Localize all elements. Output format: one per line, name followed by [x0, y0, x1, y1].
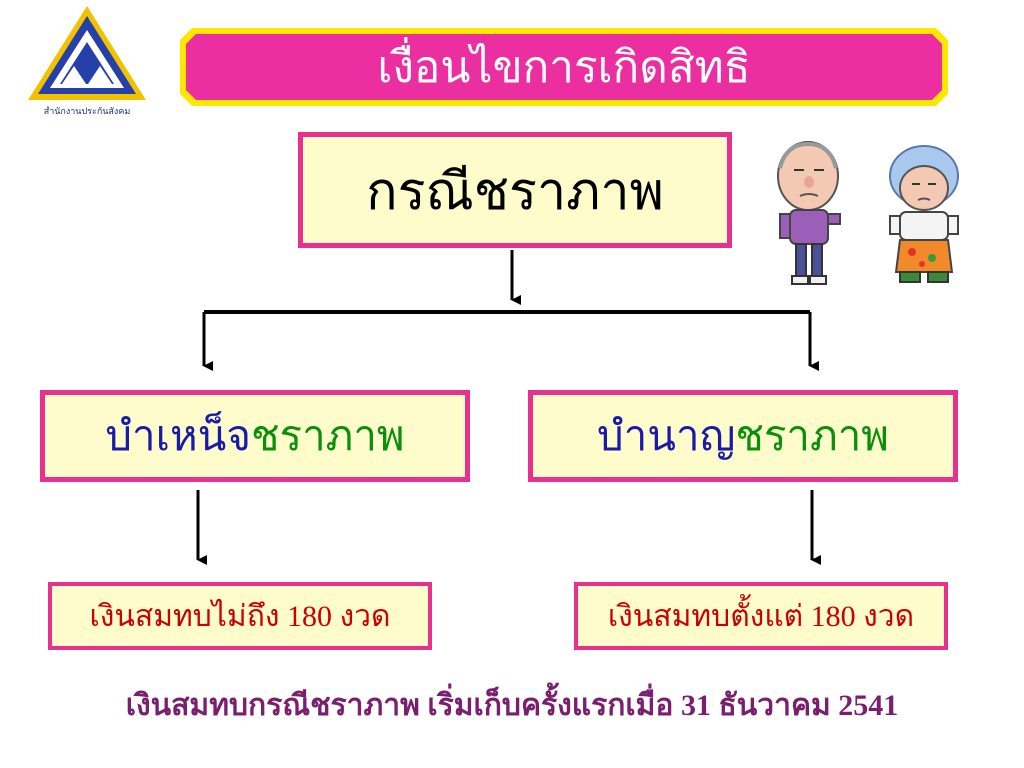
main-case-box: กรณีชราภาพ — [298, 132, 732, 248]
old-man-illustration — [777, 141, 841, 285]
logo-caption: สำนักงานประกันสังคม — [43, 107, 131, 117]
pension-prefix: บำนาญ — [597, 414, 736, 460]
pension-box: บำนาญชราภาพ — [528, 390, 958, 482]
pension-suffix: ชราภาพ — [735, 414, 889, 460]
sso-logo — [28, 6, 146, 100]
lump-sum-suffix: ชราภาพ — [251, 414, 405, 460]
lump-sum-prefix: บำเหน็จ — [105, 414, 251, 460]
pension-condition: เงินสมทบตั้งแต่ 180 งวด — [574, 582, 948, 650]
old-woman-illustration — [889, 145, 959, 283]
title-banner — [180, 28, 948, 106]
lump-sum-box: บำเหน็จชราภาพ — [40, 390, 470, 482]
lump-sum-condition: เงินสมทบไม่ถึง 180 งวด — [48, 582, 432, 650]
footnote: เงินสมทบกรณีชราภาพ เริ่มเก็บครั้งแรกเมื่… — [125, 689, 899, 722]
page-title: เงื่อนไขการเกิดสิทธิ — [377, 43, 751, 92]
